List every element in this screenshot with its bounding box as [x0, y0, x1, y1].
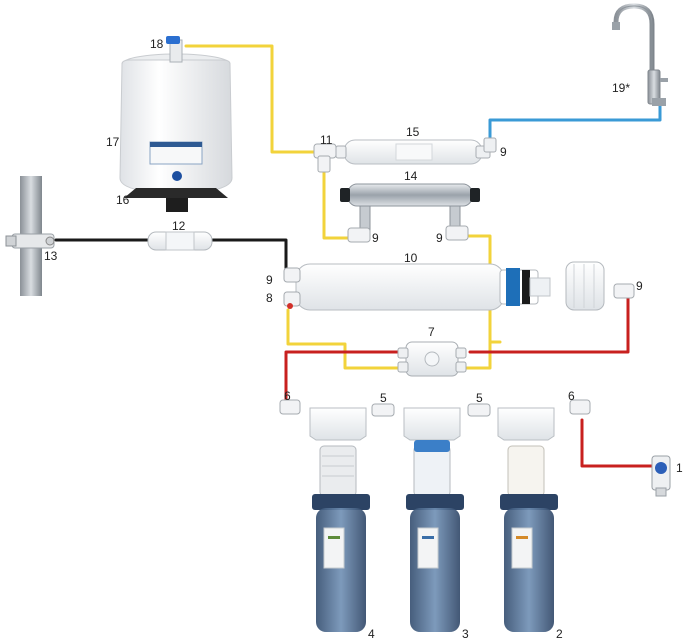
label-9d: 9: [500, 145, 507, 159]
housing-4: [312, 494, 370, 510]
red-tube-main-2: [284, 350, 410, 404]
membrane-housing-10: [283, 261, 635, 311]
label-2: 2: [556, 627, 563, 641]
inline-filter-12: [147, 231, 213, 251]
label-7: 7: [428, 325, 435, 339]
label-3: 3: [462, 627, 469, 641]
label-9c: 9: [436, 231, 443, 245]
yellow-tube-tank: [184, 44, 320, 154]
label-6a: 6: [284, 389, 291, 403]
label-4: 4: [368, 627, 375, 641]
label-19: 19*: [612, 81, 630, 95]
label-6b: 6: [568, 389, 575, 403]
part-labels: 1 2 3 4 5 5 6 6 7 8 9 9 9 9 9 10 11 12 1…: [44, 37, 683, 641]
label-16: 16: [116, 193, 130, 207]
label-10: 10: [404, 251, 418, 265]
label-8: 8: [266, 291, 273, 305]
post-carbon-filter-15: [335, 137, 497, 165]
label-11: 11: [320, 133, 333, 147]
tee-fitting-11: [313, 143, 337, 173]
red-tube-main: [468, 294, 630, 354]
cartridge-4: [319, 445, 357, 497]
label-9a: 9: [266, 273, 273, 287]
filter-housings: [312, 494, 558, 632]
label-12: 12: [172, 219, 186, 233]
label-18: 18: [150, 37, 164, 51]
feed-valve-1: [651, 455, 671, 497]
pressure-tank: [119, 36, 233, 212]
label-1: 1: [676, 461, 683, 475]
cartridge-3: [413, 445, 451, 497]
black-tube-feed: [54, 238, 288, 270]
yellow-tube-restrictor: [286, 308, 412, 370]
label-14: 14: [404, 169, 418, 183]
uv-sterilizer-14: [340, 183, 480, 231]
label-9b: 9: [372, 231, 379, 245]
filter-heads: [279, 399, 591, 441]
wall-pipe: [5, 176, 55, 296]
tank-base: [124, 188, 228, 198]
red-tube-feed: [580, 418, 654, 468]
label-13: 13: [44, 249, 58, 263]
housing-3: [406, 494, 464, 510]
elbow-fittings-uv: [347, 225, 469, 243]
label-5b: 5: [476, 391, 483, 405]
cartridge-2: [507, 445, 545, 497]
membrane-cap: [565, 261, 605, 311]
blue-tube-faucet: [488, 98, 662, 140]
tubing: [54, 44, 662, 468]
label-17: 17: [106, 135, 120, 149]
label-5a: 5: [380, 391, 387, 405]
faucet-19: [612, 3, 668, 106]
tank-air-valve: [172, 171, 182, 181]
label-9e: 9: [636, 279, 643, 293]
label-15: 15: [406, 125, 420, 139]
yellow-tube-uv-in: [322, 168, 352, 240]
cartridges: [319, 440, 545, 497]
auto-shutoff-valve-7: [397, 341, 467, 377]
housing-2: [500, 494, 558, 510]
